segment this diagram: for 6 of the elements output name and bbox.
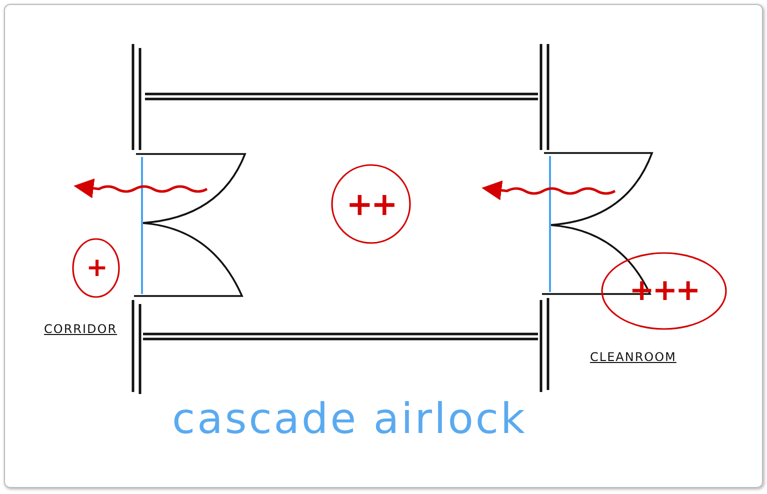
pressure-marker: + — [86, 255, 106, 281]
room-label: CLEANROOM — [590, 350, 676, 364]
pressure-marker: ++ — [346, 188, 396, 220]
caption: cascade airlock — [172, 394, 527, 443]
room-label: CORRIDOR — [44, 322, 118, 336]
pressure-marker: +++ — [629, 276, 699, 306]
